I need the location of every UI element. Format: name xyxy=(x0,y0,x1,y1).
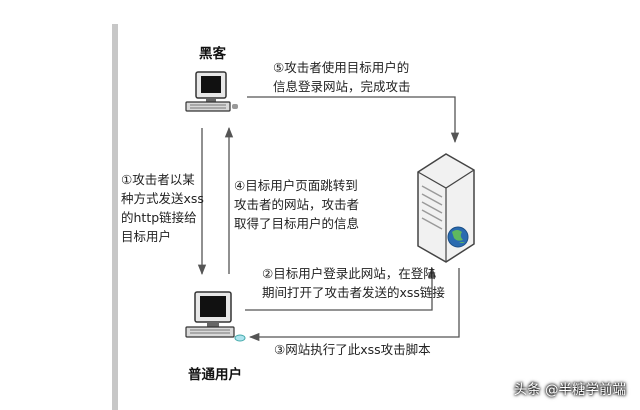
arrow-step2 xyxy=(245,266,437,311)
user-computer-icon xyxy=(185,291,246,342)
arrow-step5 xyxy=(247,96,460,144)
step3-text: ③网站执行了此xss攻击脚本 xyxy=(274,342,431,357)
watermark: 头条 @半糖学前端 xyxy=(513,382,626,398)
step4-text: ④目标用户页面跳转到 攻击者的网站，攻击者 取得了目标用户的信息 xyxy=(234,178,360,231)
hacker-computer-icon xyxy=(185,71,238,112)
hacker-label: 黑客 xyxy=(199,46,226,62)
step5-text: ⑤攻击者使用目标用户的 信息登录网站，完成攻击 xyxy=(273,60,411,94)
step2-text: ②目标用户登录此网站，在登陆 期间打开了攻击者发送的xss链接 xyxy=(262,266,445,300)
arrow-step3 xyxy=(248,268,460,342)
arrows xyxy=(197,96,460,342)
left-border xyxy=(112,24,118,410)
step1-text: ①攻击者以某 种方式发送xss 的http链接给 目标用户 xyxy=(121,172,204,244)
user-label: 普通用户 xyxy=(188,367,242,383)
server-icon xyxy=(417,153,475,263)
